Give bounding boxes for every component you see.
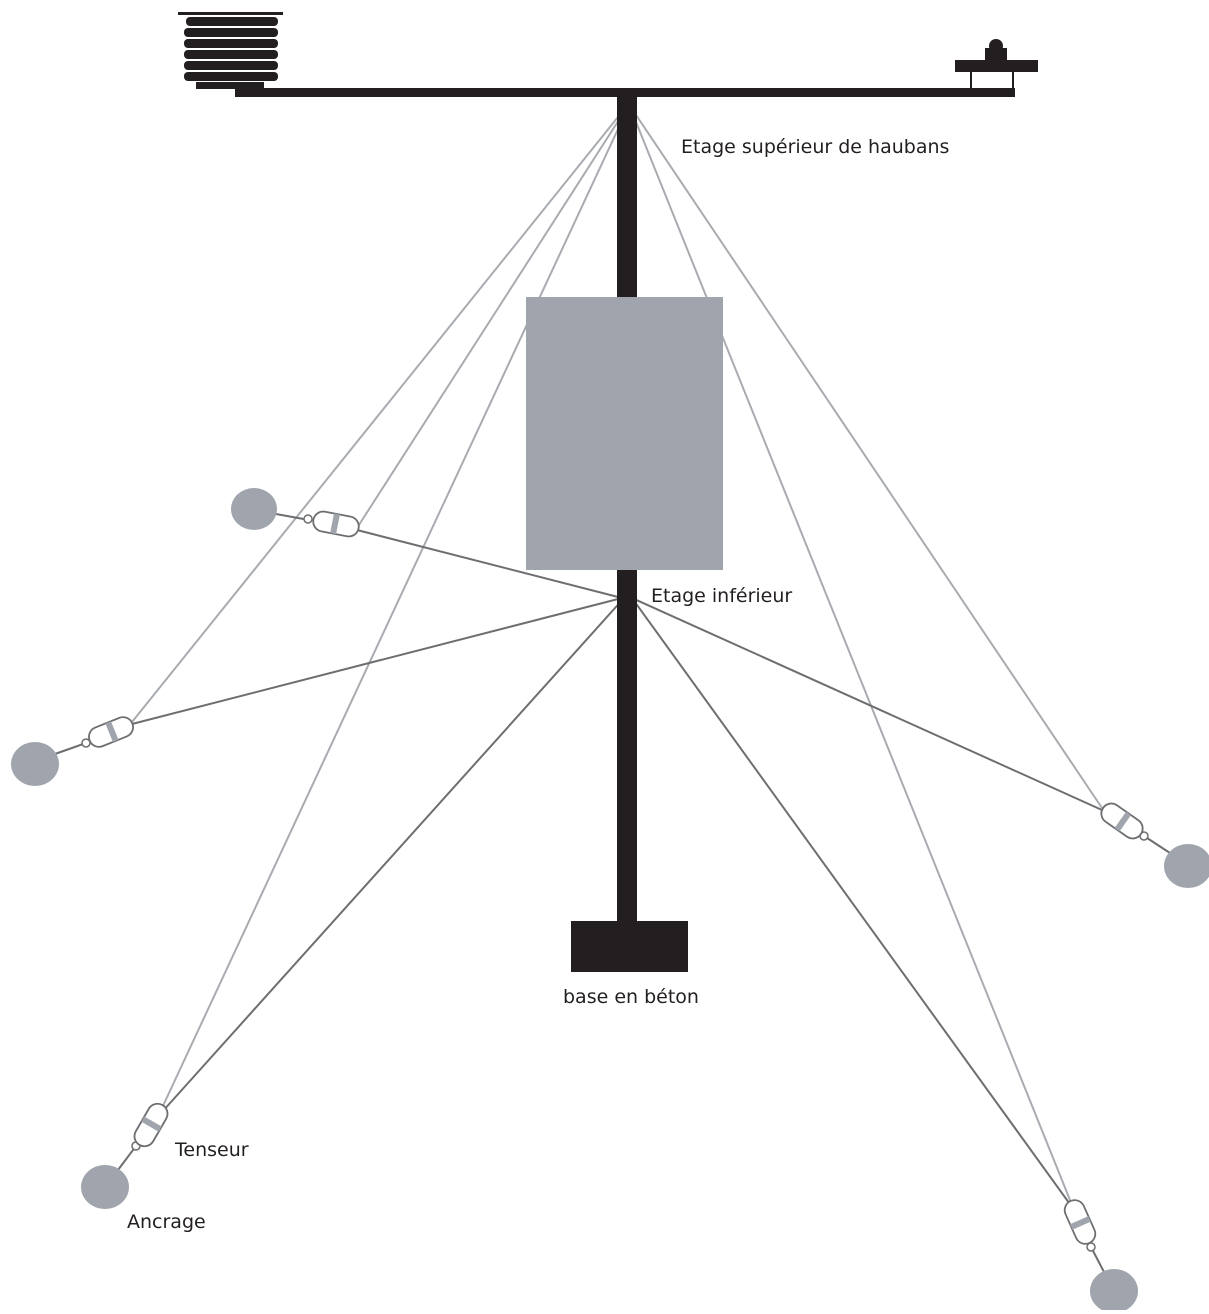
label-lower-level: Etage inférieur — [651, 585, 792, 607]
lower-guy-wire-left-middle — [131, 597, 623, 725]
anchor — [11, 742, 59, 786]
anchor-assembly-right-middle — [1100, 802, 1209, 888]
label-concrete-base: base en béton — [563, 986, 699, 1008]
cross-arm — [235, 88, 1015, 97]
anchor-assembly-left-middle — [11, 716, 134, 786]
upper-guy-wire-left-upper — [356, 111, 625, 529]
tensioner — [88, 716, 134, 748]
upper-guy-wire-left-middle — [131, 111, 623, 723]
anchor-assembly-left-lower — [81, 1102, 169, 1209]
lower-guy-wires — [131, 529, 1103, 1208]
anchor-assembly-left-upper — [231, 488, 360, 538]
sensor-icon — [955, 39, 1038, 90]
tensioner — [1100, 802, 1144, 840]
anchor — [1090, 1269, 1138, 1313]
tensioner — [133, 1102, 169, 1148]
equipment-enclosure — [526, 297, 723, 570]
tensioner — [312, 510, 360, 538]
lower-guy-wire-left-upper — [356, 529, 623, 599]
anchor — [1164, 844, 1209, 888]
upper-guy-wire-right-middle — [633, 111, 1103, 809]
lower-guy-wire-left-lower — [161, 597, 625, 1113]
anchor — [81, 1165, 129, 1209]
lower-guy-wire-right-lower — [631, 597, 1073, 1208]
label-tensioner: Tenseur — [174, 1139, 249, 1161]
anchor — [231, 488, 277, 530]
upper-guy-wire-left-lower — [161, 111, 627, 1109]
upper-guy-wires — [131, 111, 1103, 1206]
concrete-base — [571, 921, 688, 972]
radiation-shield-icon — [178, 12, 283, 89]
lower-guy-wire-right-middle — [631, 597, 1103, 811]
anchor-assembly-right-lower — [1063, 1199, 1138, 1313]
upper-guy-wire-right-lower — [631, 111, 1073, 1206]
label-upper-guy-level: Etage supérieur de haubans — [681, 136, 949, 158]
label-anchor: Ancrage — [127, 1211, 206, 1233]
tensioner — [1063, 1199, 1097, 1245]
